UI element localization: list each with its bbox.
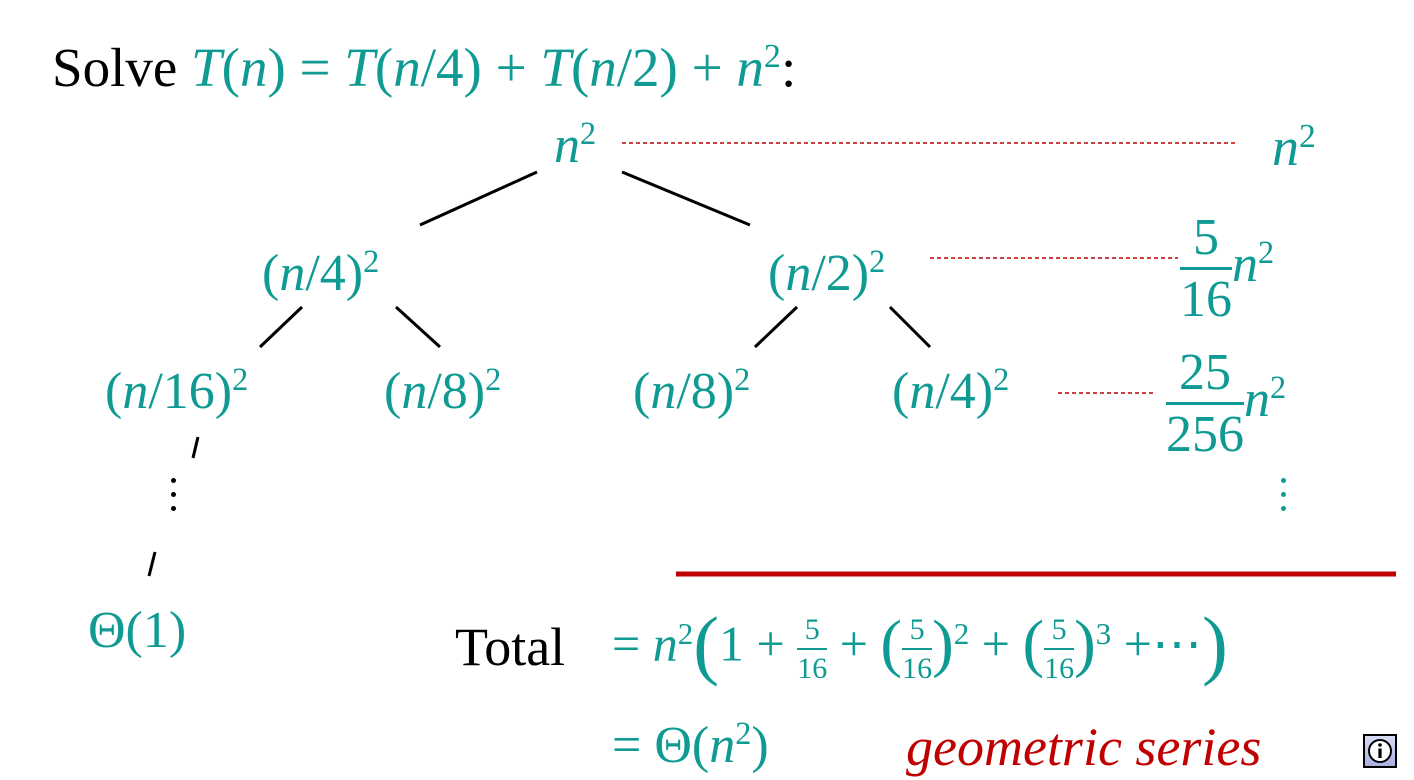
- edge-left-right: [394, 305, 442, 349]
- level-sum-ellipsis: [1281, 478, 1291, 520]
- total-result: = Θ(n2): [612, 715, 769, 774]
- tree-leaf: Θ(1): [88, 602, 187, 659]
- tree-node-root: n2: [554, 115, 597, 174]
- tree-ellipsis: [171, 478, 181, 520]
- recurrence-equation: T(n) = T(n/4) + T(n/2) + n2: [191, 37, 781, 98]
- tree-node-n8-left: (n/8)2: [384, 361, 502, 420]
- page-title: Solve T(n) = T(n/4) + T(n/2) + n2:: [52, 37, 797, 98]
- edge-leaf-upper: [191, 436, 200, 459]
- level-sum-2: 25 256 n2: [1166, 344, 1287, 463]
- edge-leaf-lower: [147, 551, 157, 577]
- info-icon[interactable]: [1363, 734, 1397, 768]
- edge-left-left: [258, 305, 304, 349]
- level-sum-0: n2: [1272, 117, 1316, 177]
- total-label: Total: [455, 617, 566, 677]
- level-sum-2-fraction: 25 256: [1166, 344, 1244, 463]
- level-sum-1-fraction: 5 16: [1180, 209, 1232, 328]
- geometric-series-note: geometric series: [906, 717, 1262, 777]
- edge-root-left: [419, 170, 538, 227]
- tree-node-n4: (n/4)2: [262, 243, 380, 302]
- edge-root-right: [621, 170, 751, 227]
- edge-right-left: [753, 305, 799, 349]
- tree-node-n16: (n/16)2: [105, 361, 249, 420]
- tree-node-n2: (n/2)2: [768, 243, 886, 302]
- edge-right-right: [888, 305, 932, 349]
- info-glyph: [1368, 739, 1392, 763]
- tree-node-n8-right: (n/8)2: [633, 361, 751, 420]
- tree-node-n4-deep: (n/4)2: [892, 361, 1010, 420]
- level-sum-1: 5 16 n2: [1180, 209, 1275, 328]
